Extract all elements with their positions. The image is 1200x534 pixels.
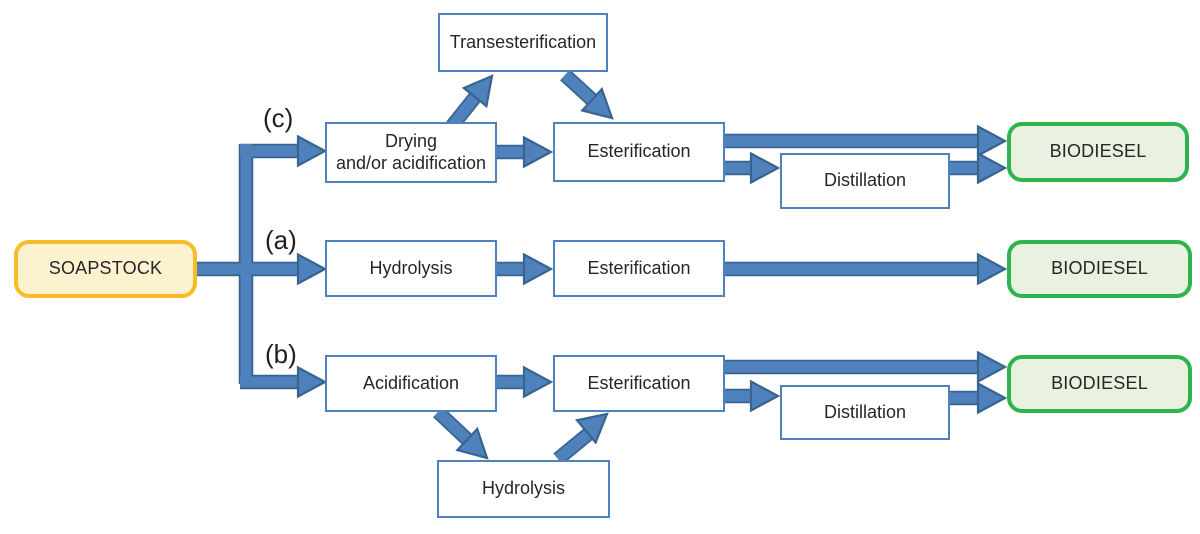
- node-esterification-b: Esterification: [553, 355, 725, 412]
- node-biodiesel-b-label: BIODIESEL: [1051, 373, 1148, 394]
- node-drying-acidification-label: Drying and/or acidification: [336, 131, 486, 175]
- drying-line1: Drying: [384, 130, 437, 151]
- arrowhead-hydrolysis-to-esterification-b: [574, 412, 609, 445]
- node-biodiesel-c: BIODIESEL: [1007, 122, 1189, 182]
- node-transesterification: Transesterification: [438, 13, 608, 72]
- arrowhead-esterification-a-to-biodiesel: [976, 252, 1008, 286]
- node-biodiesel-a-label: BIODIESEL: [1051, 258, 1148, 279]
- node-biodiesel-b: BIODIESEL: [1007, 355, 1192, 413]
- node-esterification-a: Esterification: [553, 240, 725, 297]
- node-esterification-a-label: Esterification: [587, 257, 691, 278]
- node-esterification-c: Esterification: [553, 122, 725, 182]
- arrowhead-distillation-c-to-biodiesel: [976, 151, 1008, 185]
- node-soapstock-label: SOAPSTOCK: [48, 258, 163, 279]
- arrowhead-acidification-to-esterification: [522, 365, 554, 399]
- node-esterification-c-label: Esterification: [587, 141, 691, 162]
- node-distillation-c: Distillation: [780, 153, 950, 209]
- node-distillation-c-label: Distillation: [823, 170, 907, 191]
- node-biodiesel-c-label: BIODIESEL: [1049, 141, 1147, 162]
- node-transesterification-label: Transesterification: [449, 31, 597, 52]
- arrowhead-esterification-c-to-biodiesel: [976, 124, 1008, 158]
- node-esterification-b-label: Esterification: [587, 372, 691, 393]
- node-hydrolysis-a: Hydrolysis: [325, 240, 497, 297]
- drying-line2: and/or acidification: [335, 152, 487, 173]
- node-distillation-b: Distillation: [780, 385, 950, 440]
- node-hydrolysis-b: Hydrolysis: [437, 460, 610, 518]
- arrowhead-branch-c: [296, 134, 328, 168]
- node-hydrolysis-a-label: Hydrolysis: [369, 257, 453, 278]
- route-label-c: (c): [263, 103, 294, 133]
- node-hydrolysis-b-label: Hydrolysis: [481, 478, 565, 499]
- arrowhead-esterification-b-to-biodiesel: [976, 350, 1008, 384]
- node-acidification: Acidification: [325, 355, 497, 412]
- node-biodiesel-a: BIODIESEL: [1007, 240, 1192, 298]
- arrowhead-esterification-b-to-distillation: [749, 379, 781, 413]
- arrowhead-branch-a: [296, 252, 328, 286]
- arrow-heads-layer: [296, 74, 1008, 460]
- arrowhead-acidification-to-hydrolysis: [455, 426, 489, 460]
- arrow-hydrolysis-to-esterification-b-fill: [554, 426, 596, 464]
- arrowhead-branch-b: [296, 365, 328, 399]
- arrowhead-esterification-c-to-distillation: [749, 151, 781, 185]
- arrowhead-to-transesterification: [461, 74, 494, 109]
- route-label-b: (b): [265, 339, 297, 369]
- arrowhead-drying-to-esterification: [522, 135, 554, 169]
- node-drying-acidification: Drying and/or acidification: [325, 122, 497, 183]
- node-soapstock: SOAPSTOCK: [14, 240, 197, 298]
- route-label-a: (a): [265, 225, 297, 255]
- node-distillation-b-label: Distillation: [823, 401, 907, 422]
- arrowhead-distillation-b-to-biodiesel: [976, 381, 1008, 415]
- arrowhead-transesterification-to-esterification: [580, 86, 614, 120]
- node-acidification-label: Acidification: [362, 372, 460, 393]
- arrowhead-hydrolysis-to-esterification: [522, 252, 554, 286]
